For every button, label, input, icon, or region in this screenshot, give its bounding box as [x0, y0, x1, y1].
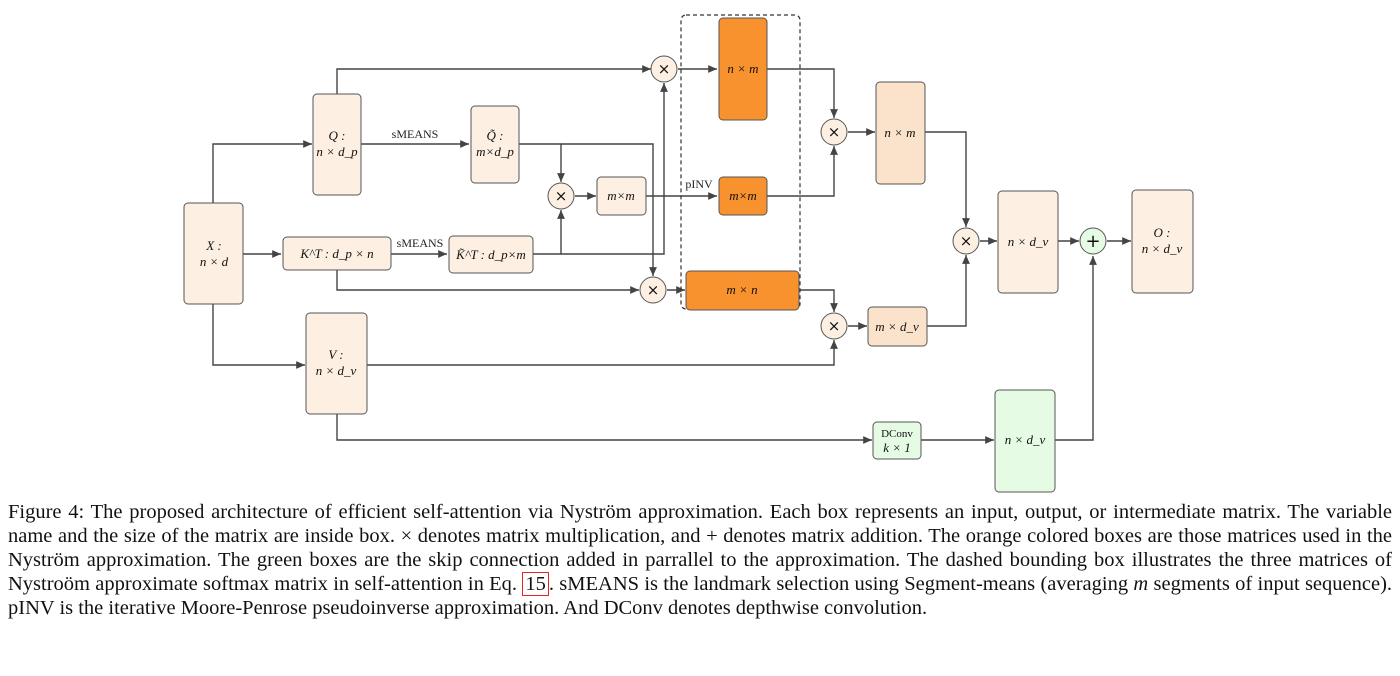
smeans-q-label: sMEANS	[392, 127, 439, 141]
orange-mid-box	[718, 176, 768, 216]
ndv-green-box	[994, 389, 1056, 493]
caption-math-m: m	[1133, 573, 1149, 595]
orange-top-label: n × m	[727, 61, 758, 76]
mult-symbol-mid: ×	[555, 187, 568, 205]
mult-symbol-bottom: ×	[647, 281, 660, 299]
dconv-name: DConv	[881, 428, 913, 440]
x-box-size: n × d	[200, 254, 229, 269]
nm-right-box	[875, 81, 926, 185]
output-box	[1131, 189, 1194, 294]
mxm-small-box	[596, 176, 647, 216]
caption-text-1: The proposed architecture of efficient s…	[8, 501, 1393, 595]
mult-symbol-combine: ×	[960, 232, 973, 250]
mxm-small-label: m×m	[607, 188, 635, 203]
v-box	[305, 312, 368, 415]
figure-caption: Figure 4: The proposed architecture of e…	[8, 500, 1392, 620]
caption-text-2: . sMEANS is the landmark selection using…	[548, 573, 1129, 595]
kt-box-label: K^T : d_p × n	[299, 246, 373, 261]
v-box-size: n × d_v	[316, 363, 357, 378]
q-box	[312, 93, 362, 196]
add-node	[1079, 227, 1107, 255]
output-name: O :	[1154, 225, 1171, 240]
mdv-label: m × d_v	[875, 319, 919, 334]
mult-symbol-lower: ×	[828, 317, 841, 335]
orange-bottom-box	[685, 270, 800, 311]
mult-node-right	[820, 118, 848, 146]
ndv-green-label: n × d_v	[1005, 432, 1046, 447]
mult-node-mid	[547, 182, 575, 210]
qtilde-box-size: m×d_p	[476, 144, 514, 159]
orange-top-box	[718, 17, 768, 121]
qtilde-box-name: Q̃ :	[487, 128, 504, 143]
mult-node-lower	[820, 312, 848, 340]
dconv-size: k × 1	[883, 440, 911, 455]
caption-text-3: segments of input sequence). pINV is the…	[8, 573, 1393, 619]
mdv-box	[867, 306, 928, 347]
kt-box	[282, 236, 392, 271]
x-box	[183, 202, 244, 305]
dconv-box	[872, 421, 922, 460]
nm-right-label: n × m	[884, 125, 915, 140]
mult-node-combine	[952, 227, 980, 255]
orange-mid-label: m×m	[729, 188, 757, 203]
qtilde-box	[470, 105, 520, 184]
equation-reference-link[interactable]: 15	[522, 572, 549, 596]
ktilde-box	[448, 235, 534, 274]
ktilde-box-label: K̃^T : d_p×m	[455, 247, 526, 262]
caption-label: Figure 4:	[8, 501, 85, 523]
ndv-label: n × d_v	[1008, 234, 1049, 249]
add-symbol: +	[1085, 231, 1100, 252]
mult-node-top	[650, 55, 678, 83]
q-box-name: Q :	[329, 128, 346, 143]
output-size: n × d_v	[1142, 241, 1183, 256]
v-box-name: V :	[328, 347, 343, 362]
q-box-size: n × d_p	[316, 144, 358, 159]
smeans-k-label: sMEANS	[397, 236, 444, 250]
ndv-box	[997, 190, 1059, 294]
mult-symbol-right: ×	[828, 123, 841, 141]
orange-bottom-label: m × n	[726, 282, 757, 297]
attention-architecture-diagram: sMEANS sMEANS pINV X : n × d Q : n × d_p…	[183, 14, 1194, 493]
pinv-label: pINV	[685, 177, 713, 191]
x-box-name: X :	[205, 238, 222, 253]
mult-symbol-top: ×	[658, 60, 671, 78]
mult-node-bottom	[639, 276, 667, 304]
